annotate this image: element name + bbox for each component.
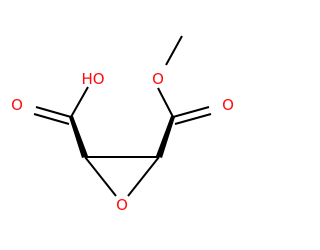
- wedge-bond-right: [156, 116, 175, 158]
- molecule-drawing: HO O O O O: [11, 35, 234, 214]
- double-bond-c1-o-b: [33, 113, 70, 125]
- bond-c3-o-ring: [127, 156, 160, 197]
- double-bond-c4-o-a: [172, 106, 210, 118]
- bond-c1-oh: [70, 86, 89, 118]
- bond-o-methyl: [165, 35, 183, 66]
- hydroxyl-label: HO: [81, 70, 104, 88]
- bond-c4-o-ester: [157, 87, 174, 118]
- ester-oxygen-label: O: [152, 70, 164, 88]
- ring-oxygen-label: O: [116, 196, 128, 214]
- carbonyl-oxygen-left-label: O: [11, 96, 23, 114]
- structure-canvas: HO O O O O: [11, 35, 234, 214]
- double-bond-c1-o-a: [35, 106, 72, 118]
- bond-c2-o-ring: [84, 156, 117, 197]
- wedge-bond-left: [69, 116, 88, 158]
- carbonyl-oxygen-right-label: O: [222, 96, 234, 114]
- double-bond-c4-o-b: [174, 113, 212, 125]
